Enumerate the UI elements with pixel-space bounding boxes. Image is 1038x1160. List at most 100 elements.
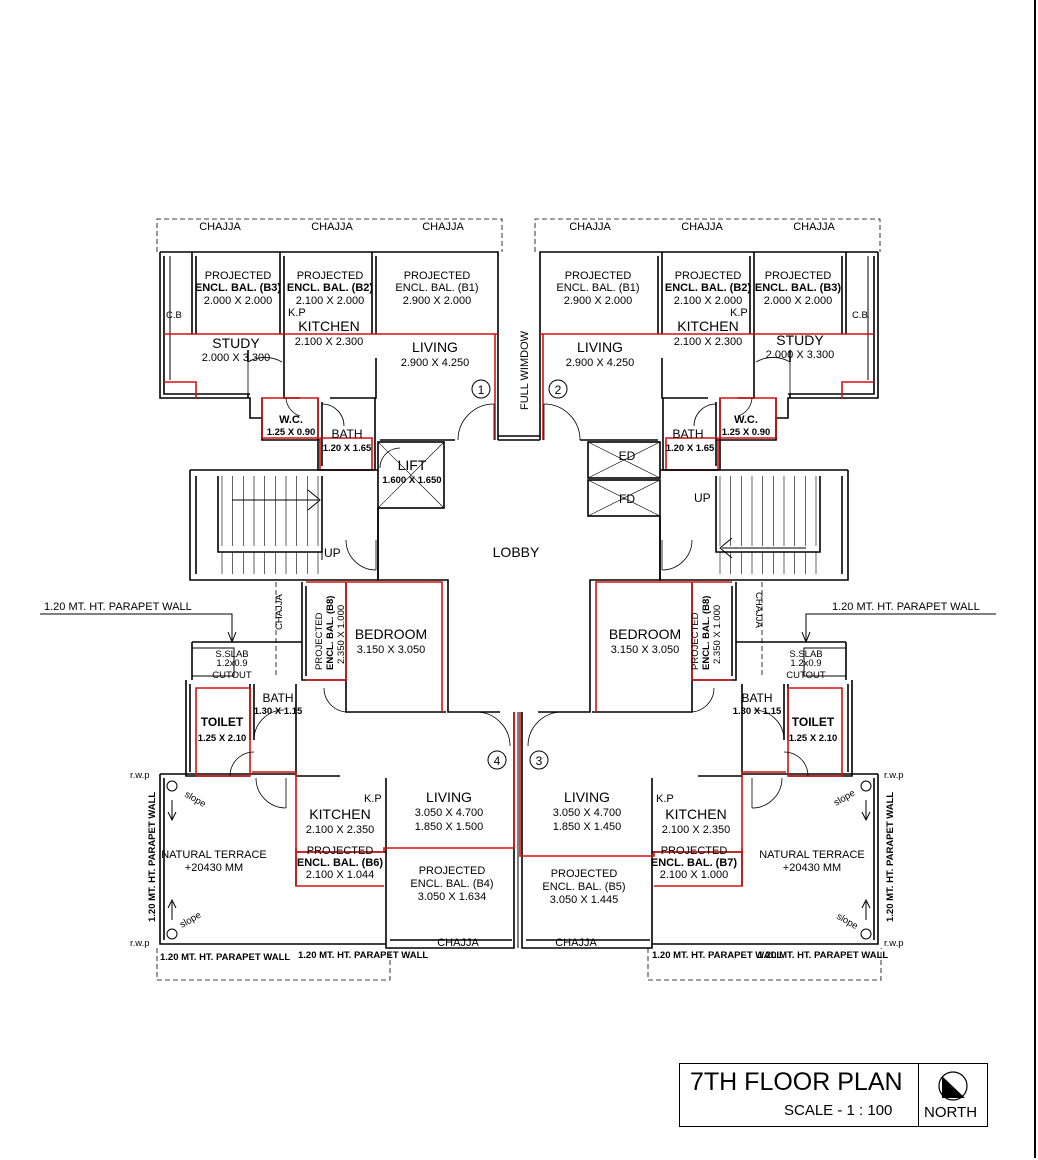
svg-text:PROJECTED: PROJECTED [205,270,272,282]
svg-text:ENCL. BAL. (B2): ENCL. BAL. (B2) [665,282,752,294]
svg-text:PROJECTED: PROJECTED [565,270,632,282]
svg-text:PROJECTED: PROJECTED [661,845,728,857]
svg-text:CHAJJA: CHAJJA [437,937,479,949]
svg-text:KITCHEN: KITCHEN [298,318,359,334]
flat-4-red-lines [195,581,515,887]
svg-text:1.20 MT. HT. PARAPET WALL: 1.20 MT. HT. PARAPET WALL [758,950,888,961]
svg-text:2.000 X 2.000: 2.000 X 2.000 [764,295,833,307]
svg-text:3.050 X 1.445: 3.050 X 1.445 [550,894,619,906]
north-block: NORTH [918,1063,988,1127]
svg-text:ENCL. BAL. (B8): ENCL. BAL. (B8) [325,596,336,670]
flat-3-red-lines [519,581,843,887]
flat-3-labels: 1.20 MT. HT. PARAPET WALL CHAJJA PROJECT… [542,592,979,961]
svg-text:3.050 X 1.634: 3.050 X 1.634 [418,891,487,903]
svg-text:C.B: C.B [166,310,182,321]
svg-text:FD: FD [619,492,635,506]
drawing-title: 7TH FLOOR PLAN [690,1068,903,1096]
parapet-leaders [40,582,996,676]
svg-text:K.P: K.P [730,307,748,319]
svg-text:ENCL. BAL. (B5): ENCL. BAL. (B5) [542,881,625,893]
svg-text:LIFT: LIFT [398,457,427,473]
svg-text:ENCL. BAL. (B4): ENCL. BAL. (B4) [410,878,493,890]
svg-text:TOILET: TOILET [201,715,244,729]
flat-2-doors [543,357,791,441]
svg-text:C.B: C.B [852,310,868,321]
left-stair-treads [221,476,319,574]
svg-text:1.20 MT. HT. PARAPET WALL: 1.20 MT. HT. PARAPET WALL [298,950,428,961]
svg-text:1.20 X 1.65: 1.20 X 1.65 [666,443,715,454]
svg-text:2.900 X 2.000: 2.900 X 2.000 [403,295,472,307]
right-terrace [647,647,882,981]
full-window-label: FULL WIMDOW [519,330,531,410]
svg-text:STUDY: STUDY [212,335,260,351]
svg-text:ENCL. BAL. (B1): ENCL. BAL. (B1) [556,282,639,294]
flat-3-doors [527,687,809,809]
svg-text:STUDY: STUDY [776,332,824,348]
svg-text:2.100 X 1.044: 2.100 X 1.044 [306,869,375,881]
svg-text:K.P: K.P [288,307,306,319]
svg-text:PROJECTED: PROJECTED [314,612,325,670]
svg-text:slope: slope [835,911,860,932]
svg-text:BATH: BATH [672,427,703,441]
svg-text:1.25 X 2.10: 1.25 X 2.10 [789,733,838,744]
svg-text:W.C.: W.C. [734,414,758,426]
svg-text:CHAJJA: CHAJJA [311,221,353,233]
svg-text:2.350 X 1.000: 2.350 X 1.000 [336,605,347,664]
svg-text:3.150 X 3.050: 3.150 X 3.050 [611,644,680,656]
svg-text:KITCHEN: KITCHEN [677,318,738,334]
svg-text:slope: slope [178,910,203,931]
svg-text:1.850 X 1.450: 1.850 X 1.450 [553,821,622,833]
svg-text:ENCL. BAL. (B3): ENCL. BAL. (B3) [195,282,282,294]
svg-text:PROJECTED: PROJECTED [307,845,374,857]
svg-text:KITCHEN: KITCHEN [665,806,726,822]
svg-text:1.20 MT. HT. PARAPET WALL: 1.20 MT. HT. PARAPET WALL [160,952,290,963]
flat-2-labels: C.B PROJECTED ENCL. BAL. (B1) 2.900 X 2.… [556,270,867,506]
svg-text:2.100 X 2.350: 2.100 X 2.350 [306,824,375,836]
right-stair-treads [719,476,817,574]
svg-text:1.30 X 1.15: 1.30 X 1.15 [733,706,782,717]
svg-text:ENCL. BAL. (B7): ENCL. BAL. (B7) [651,857,738,869]
svg-text:BATH: BATH [262,691,293,705]
top-chajja-labels: CHAJJA CHAJJA CHAJJA CHAJJA CHAJJA CHAJJ… [199,221,835,233]
svg-text:KITCHEN: KITCHEN [309,806,370,822]
svg-text:LIVING: LIVING [564,789,610,805]
svg-text:3.050 X 4.700: 3.050 X 4.700 [553,807,622,819]
svg-text:1.25 X 0.90: 1.25 X 0.90 [267,427,316,438]
stair-arrows [232,489,806,560]
top-chajja-outlines [156,218,881,252]
svg-text:CHAJJA: CHAJJA [199,221,241,233]
north-arrow-icon [938,1071,968,1101]
svg-text:1.25 X 2.10: 1.25 X 2.10 [198,733,247,744]
svg-text:S.SLAB: S.SLAB [789,649,822,660]
north-label: NORTH [924,1104,978,1121]
svg-text:2.900 X 4.250: 2.900 X 4.250 [566,357,635,369]
svg-text:LIVING: LIVING [426,789,472,805]
flat-number-3: 3 [536,754,543,768]
svg-text:r.w.p: r.w.p [130,770,150,781]
svg-text:slope: slope [183,789,208,810]
svg-text:PROJECTED: PROJECTED [297,270,364,282]
flat-number-markers: 1 2 3 4 [471,379,568,770]
svg-text:PROJECTED: PROJECTED [765,270,832,282]
svg-text:BATH: BATH [741,691,772,705]
svg-text:CHAJJA: CHAJJA [422,221,464,233]
svg-text:+20430 MM: +20430 MM [783,862,841,874]
svg-text:3.150 X 3.050: 3.150 X 3.050 [357,644,426,656]
flat-1-doors [247,357,495,441]
svg-text:CHAJJA: CHAJJA [753,592,764,629]
svg-text:PROJECTED: PROJECTED [551,868,618,880]
svg-text:ENCL. BAL. (B6): ENCL. BAL. (B6) [297,857,384,869]
svg-text:1.20 MT. HT. PARAPET WALL: 1.20 MT. HT. PARAPET WALL [652,950,782,961]
svg-text:1.30 X 1.15: 1.30 X 1.15 [254,706,303,717]
svg-text:PROJECTED: PROJECTED [404,270,471,282]
svg-text:ENCL. BAL. (B1): ENCL. BAL. (B1) [395,282,478,294]
svg-text:NATURAL TERRACE: NATURAL TERRACE [759,849,865,861]
flat-number-2: 2 [555,383,562,397]
svg-text:r.w.p: r.w.p [130,938,150,949]
svg-text:UP: UP [694,491,711,505]
flat-number-4: 4 [494,754,501,768]
svg-text:W.C.: W.C. [279,414,303,426]
svg-text:PROJECTED: PROJECTED [419,865,486,877]
svg-text:2.100 X 2.300: 2.100 X 2.300 [295,336,364,348]
